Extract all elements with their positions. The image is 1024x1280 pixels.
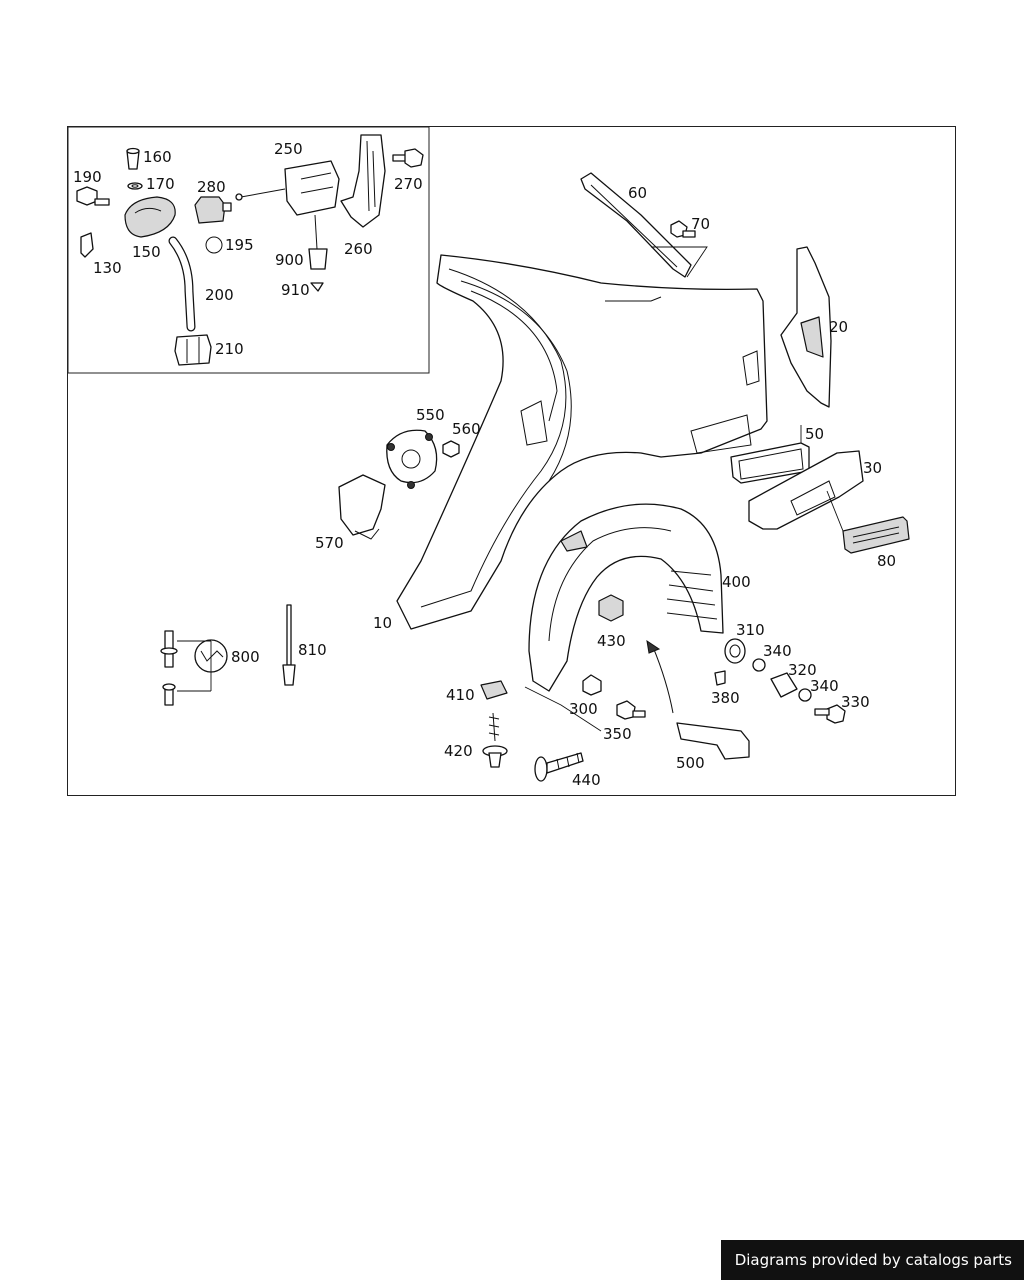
part-200-hose[interactable] bbox=[168, 236, 196, 332]
callout-10: 10 bbox=[373, 614, 392, 632]
part-30-panel[interactable] bbox=[748, 450, 864, 530]
callout-70: 70 bbox=[691, 215, 710, 233]
part-250-lock-motor[interactable] bbox=[235, 160, 340, 216]
part-70-bolt[interactable] bbox=[670, 220, 696, 238]
callout-60: 60 bbox=[628, 184, 647, 202]
caption-banner: Diagrams provided by catalogs parts bbox=[720, 1240, 1024, 1280]
callout-260: 260 bbox=[344, 240, 373, 258]
part-340-washer[interactable] bbox=[752, 658, 812, 702]
part-570-bracket[interactable] bbox=[338, 474, 386, 540]
callout-160: 160 bbox=[143, 148, 172, 166]
part-560-nut[interactable] bbox=[442, 440, 460, 458]
callout-300: 300 bbox=[569, 700, 598, 718]
callout-900: 900 bbox=[275, 251, 304, 269]
callout-190: 190 bbox=[73, 168, 102, 186]
callout-310: 310 bbox=[736, 621, 765, 639]
part-190-bolt[interactable] bbox=[76, 186, 110, 206]
part-150-fuel-flap[interactable] bbox=[124, 196, 176, 238]
part-130-clip[interactable] bbox=[80, 232, 94, 258]
part-210-holder[interactable] bbox=[174, 334, 212, 366]
part-500-wedge[interactable] bbox=[676, 722, 750, 760]
part-350-bolt[interactable] bbox=[616, 700, 646, 720]
callout-20: 20 bbox=[829, 318, 848, 336]
callout-570: 570 bbox=[315, 534, 344, 552]
part-310-grommet[interactable] bbox=[724, 638, 746, 664]
inset-box bbox=[68, 127, 430, 374]
part-420-screw[interactable] bbox=[482, 712, 508, 768]
part-10-side-panel[interactable] bbox=[396, 254, 768, 630]
callout-410: 410 bbox=[446, 686, 475, 704]
parts-diagram-frame: 10 20 30 50 60 70 80 130 150 160 170 190… bbox=[67, 126, 956, 796]
callout-420: 420 bbox=[444, 742, 473, 760]
part-410-clip[interactable] bbox=[480, 680, 508, 700]
callout-200: 200 bbox=[205, 286, 234, 304]
callout-170: 170 bbox=[146, 175, 175, 193]
part-170-washer[interactable] bbox=[127, 182, 143, 190]
part-80-vent-grille[interactable] bbox=[842, 516, 910, 554]
leader-lines bbox=[524, 246, 844, 732]
part-440-push-rivet[interactable] bbox=[534, 752, 584, 782]
callout-340-upper: 340 bbox=[763, 642, 792, 660]
callout-320: 320 bbox=[788, 661, 817, 679]
callout-130: 130 bbox=[93, 259, 122, 277]
part-260-bracket[interactable] bbox=[340, 134, 386, 228]
callout-560: 560 bbox=[452, 420, 481, 438]
callout-30: 30 bbox=[863, 459, 882, 477]
part-380-cap[interactable] bbox=[714, 670, 726, 686]
part-270-bolt[interactable] bbox=[392, 148, 424, 168]
callout-210: 210 bbox=[215, 340, 244, 358]
part-20-pillar[interactable] bbox=[780, 246, 832, 408]
callout-270: 270 bbox=[394, 175, 423, 193]
part-550-plate[interactable] bbox=[386, 429, 438, 489]
part-280-actuator[interactable] bbox=[194, 196, 232, 224]
parts-diagram: 10 20 30 50 60 70 80 130 150 160 170 190… bbox=[68, 127, 910, 789]
callout-810: 810 bbox=[298, 641, 327, 659]
callout-440: 440 bbox=[572, 771, 601, 789]
part-320-spacer[interactable] bbox=[770, 672, 798, 698]
callout-550: 550 bbox=[416, 406, 445, 424]
part-160-bushing[interactable] bbox=[126, 147, 140, 170]
assembly-arrow bbox=[652, 646, 674, 714]
callout-380: 380 bbox=[711, 689, 740, 707]
callout-150: 150 bbox=[132, 243, 161, 261]
part-900-connector[interactable] bbox=[308, 214, 328, 270]
callout-195: 195 bbox=[225, 236, 254, 254]
callout-250: 250 bbox=[274, 140, 303, 158]
part-400-wheel-arch-liner[interactable] bbox=[528, 503, 724, 692]
part-800-stud-kit[interactable] bbox=[160, 630, 228, 706]
callout-330: 330 bbox=[841, 693, 870, 711]
callout-800: 800 bbox=[231, 648, 260, 666]
part-430-nut[interactable] bbox=[598, 594, 624, 622]
callout-430: 430 bbox=[597, 632, 626, 650]
part-60-rail[interactable] bbox=[580, 172, 692, 278]
part-300-nut[interactable] bbox=[582, 674, 602, 696]
callout-80: 80 bbox=[877, 552, 896, 570]
callout-50: 50 bbox=[805, 425, 824, 443]
part-910-cap[interactable] bbox=[310, 282, 324, 292]
callout-280: 280 bbox=[197, 178, 226, 196]
callout-500: 500 bbox=[676, 754, 705, 772]
callout-400: 400 bbox=[722, 573, 751, 591]
part-330-bolt[interactable] bbox=[814, 704, 846, 724]
callout-350: 350 bbox=[603, 725, 632, 743]
callout-340-lower: 340 bbox=[810, 677, 839, 695]
assembly-arrow-head bbox=[646, 639, 661, 654]
callout-910: 910 bbox=[281, 281, 310, 299]
part-810-rivet[interactable] bbox=[282, 604, 296, 686]
part-195-o-ring[interactable] bbox=[205, 236, 223, 254]
